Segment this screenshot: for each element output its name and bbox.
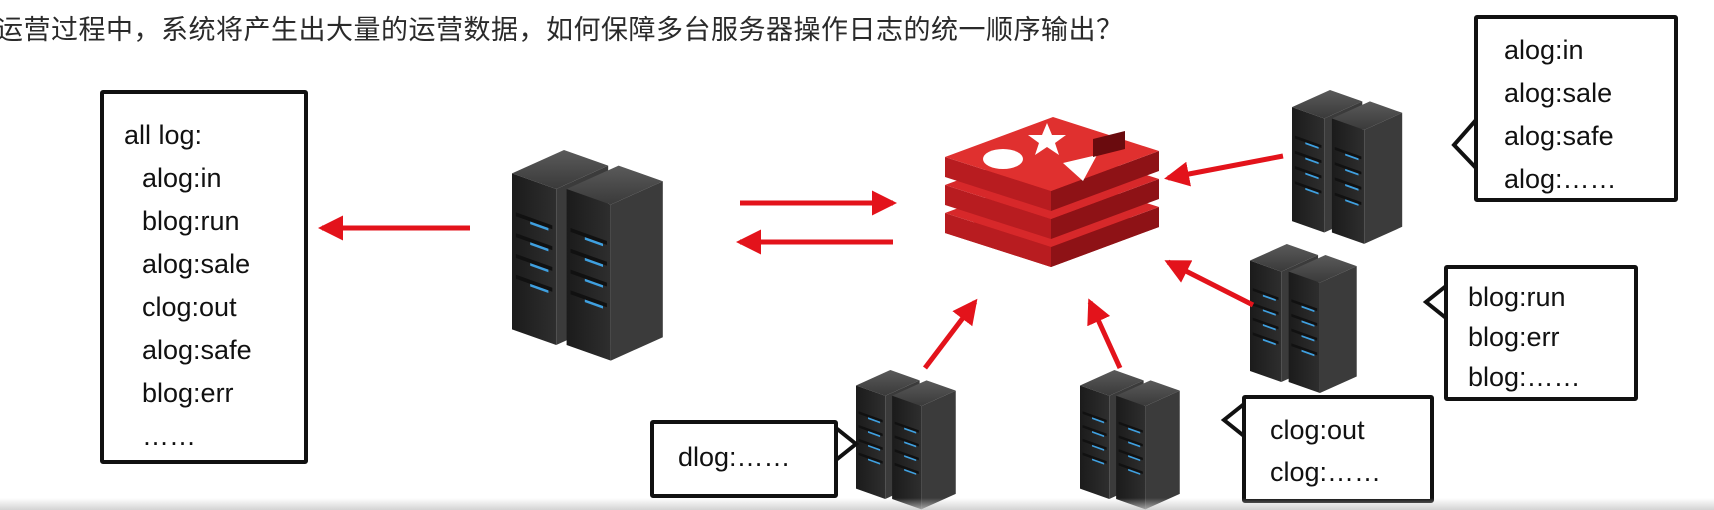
server-c-log-entry: clog:out [1270,415,1365,445]
server-b-log-box: blog:run blog:err blog:…… [1444,265,1638,401]
arrow-b-to-redis [1164,259,1255,308]
all-log-box: all log: alog:in blog:run alog:sale clog… [100,90,308,464]
all-log-entry: …… [142,421,196,451]
server-a-log-box: alog:in alog:sale alog:safe alog:…… [1474,15,1678,202]
server-a-icon [1292,90,1402,244]
server-b-log-entry: blog:err [1468,322,1560,352]
server-b-log-entry: blog:run [1468,282,1566,312]
all-log-entry: alog:sale [142,249,251,279]
server-c-icon [1080,370,1180,509]
arrow-d-to-redis [923,298,978,370]
arrow-c-to-redis [1087,298,1123,370]
server-a-log-entry: alog:sale [1504,78,1613,108]
callout-pointer-b [1422,281,1448,323]
server-d-icon [856,370,956,509]
server-c-log-entry: clog:…… [1270,457,1382,487]
callout-pointer-c [1220,399,1246,441]
server-d-log-entry: dlog:…… [678,442,791,472]
all-log-entry: alog:in [142,163,222,193]
redis-icon [945,117,1159,267]
server-b-icon [1250,244,1357,393]
server-c-log-box: clog:out clog:…… [1242,395,1434,503]
question-heading: 运营过程中，系统将产生出大量的运营数据，如何保障多台服务器操作日志的统一顺序输出… [0,15,1124,46]
all-log-entry: blog:run [142,206,240,236]
server-b-log-entry: blog:…… [1468,362,1581,392]
callout-pointer-d [834,423,860,465]
server-d-log-box: dlog:…… [650,420,838,498]
arrow-a-to-redis [1164,153,1284,187]
all-log-entry: alog:safe [142,335,252,365]
all-log-title: all log: [124,120,203,150]
server-a-log-entry: alog:in [1504,35,1584,65]
bottom-edge-shadow [0,498,1714,510]
server-a-log-entry: alog:…… [1504,164,1617,194]
central-server-icon [512,150,663,361]
all-log-entry: blog:err [142,378,234,408]
callout-pointer-a [1451,114,1478,173]
all-log-entry: clog:out [142,292,237,322]
server-a-log-entry: alog:safe [1504,121,1614,151]
